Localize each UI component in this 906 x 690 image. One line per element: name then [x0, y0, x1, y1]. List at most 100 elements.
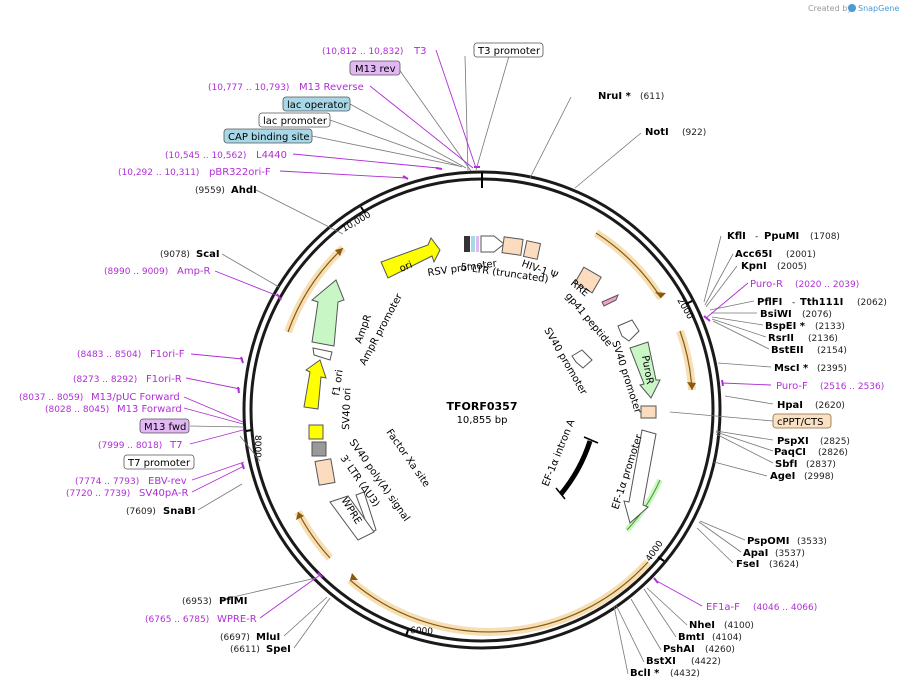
site-spei-pos: (6611) [230, 645, 260, 655]
t7-promoter-box[interactable] [123, 454, 195, 470]
primer-sv40pa[interactable]: SV40pA-R [139, 488, 188, 499]
m13-fwd-label: M13 fwd [144, 422, 186, 433]
primer-m13reverse[interactable]: M13 Reverse [299, 82, 364, 93]
plasmid-name: TFORF0357 [447, 400, 518, 413]
site-bstxi[interactable]: BstXI [646, 656, 676, 667]
primer-ebv[interactable]: EBV-rev [148, 476, 187, 487]
site-paqci-pos: (2826) [818, 448, 848, 458]
primer-t3[interactable]: T3 [413, 46, 426, 57]
site-apai[interactable]: ApaI [743, 548, 768, 559]
site-msci[interactable]: MscI * [774, 363, 809, 374]
site-bspei[interactable]: BspEI * [765, 321, 806, 332]
site-acc65i[interactable]: Acc65I [735, 249, 772, 260]
primer-f1orif[interactable]: F1ori-F [150, 349, 185, 360]
primer-ebv-pos: (7774 .. 7793) [75, 477, 139, 487]
cap-binding-box[interactable] [223, 128, 313, 144]
tick-8000: 8000 [252, 435, 262, 458]
site-bsiwi[interactable]: BsiWI [760, 309, 792, 320]
site-bsteii-pos: (2154) [817, 346, 847, 356]
primer-ampr[interactable]: Amp-R [177, 266, 211, 277]
site-ppumi[interactable]: PpuMI [764, 231, 799, 242]
site-bstxi-pos: (4422) [691, 657, 721, 667]
site-pspomi[interactable]: PspOMI [747, 536, 789, 547]
site-bsteii[interactable]: BstEII [771, 345, 804, 356]
primer-f1orif-pos: (8483 .. 8504) [77, 350, 141, 360]
site-ahdi[interactable]: AhdI [231, 185, 257, 196]
site-scai[interactable]: ScaI [196, 249, 220, 260]
site-ahdi-pos: (9559) [195, 186, 225, 196]
lac-operator-box[interactable] [282, 96, 351, 112]
site-bcli[interactable]: BclI * [630, 668, 660, 679]
site-hpai-pos: (2620) [815, 401, 845, 411]
m13-rev-label: M13 rev [355, 64, 396, 75]
primer-m13forward[interactable]: M13 Forward [117, 404, 182, 415]
f1-ori-feature [303, 359, 327, 410]
site-sbfi-pos: (2837) [806, 460, 836, 470]
site-kfli-pos: (1708) [810, 232, 840, 242]
site-agei[interactable]: AgeI [770, 471, 795, 482]
primer-f1orir-pos: (8273 .. 8292) [73, 375, 137, 385]
site-bmti[interactable]: BmtI [678, 632, 705, 643]
lac-promoter-label: lac promoter [263, 116, 328, 127]
t3-promoter-box[interactable] [473, 42, 544, 58]
site-rsrii-pos: (2136) [808, 334, 838, 344]
sv40-promoter-2-feature [571, 349, 593, 369]
lac-promoter-box[interactable] [258, 112, 331, 128]
site-bcli-pos: (4432) [670, 669, 700, 679]
site-tth111i[interactable]: Tth111I [800, 297, 843, 308]
site-kpni[interactable]: KpnI [741, 261, 767, 272]
factor-xa-label: Factor Xa site [384, 427, 432, 489]
cppt-box[interactable] [772, 413, 832, 429]
site-apai-pos: (3537) [775, 549, 805, 559]
primer-m13puc[interactable]: M13/pUC Forward [91, 392, 180, 403]
primer-m13forward-pos: (8028 .. 8045) [45, 405, 109, 415]
site-mlui[interactable]: MluI [256, 632, 280, 643]
primer-t7[interactable]: T7 [169, 440, 182, 451]
primer-lines [183, 49, 772, 619]
site-paqci[interactable]: PaqCI [774, 447, 806, 458]
site-pflfi-pos: (2062) [857, 298, 887, 308]
primer-t7-pos: (7999 .. 8018) [98, 441, 162, 451]
site-pflfi[interactable]: PflFI [757, 297, 782, 308]
scale-ticks [245, 206, 693, 637]
site-spei[interactable]: SpeI [266, 644, 291, 655]
primer-purof[interactable]: Puro-F [776, 381, 808, 392]
primer-f1orir[interactable]: F1ori-R [146, 374, 182, 385]
site-pfimi[interactable]: PflMI [219, 596, 247, 607]
primer-puror[interactable]: Puro-R [750, 279, 783, 290]
puror-feature [629, 341, 661, 399]
site-pshai[interactable]: PshAI [663, 644, 695, 655]
site-noti-pos: (922) [682, 128, 706, 138]
site-nrui[interactable]: NruI * [598, 91, 632, 102]
site-fsei[interactable]: FseI [736, 559, 759, 570]
site-nrui-pos: (611) [640, 92, 664, 102]
rsv-block-2 [471, 236, 475, 252]
sv40-polya-feature [311, 441, 327, 457]
primer-ampr-pos: (8990 .. 9009) [104, 267, 168, 277]
wpre-feature [329, 495, 375, 541]
site-pspxi-pos: (2825) [820, 437, 850, 447]
site-hpai[interactable]: HpaI [777, 400, 803, 411]
site-fsei-pos: (3624) [769, 560, 799, 570]
site-pspomi-pos: (3533) [797, 537, 827, 547]
site-kfli[interactable]: KflI [727, 231, 746, 242]
m13-fwd-box[interactable] [139, 418, 190, 434]
puror-label: PuroR [639, 355, 655, 386]
orf-arcs [284, 229, 696, 636]
cppt-feature [640, 405, 657, 419]
site-sbfi[interactable]: SbfI [775, 459, 797, 470]
site-mlui-pos: (6697) [220, 633, 250, 643]
site-snabi[interactable]: SnaBI [163, 506, 195, 517]
site-noti[interactable]: NotI [645, 127, 669, 138]
leader-lines [189, 55, 774, 675]
primer-l4440[interactable]: L4440 [256, 150, 287, 161]
primer-ef1af[interactable]: EF1a-F [706, 602, 740, 613]
primer-ticks [237, 166, 724, 584]
site-pspxi[interactable]: PspXI [777, 436, 809, 447]
site-nhei[interactable]: NheI [689, 620, 715, 631]
site-rsrii[interactable]: RsrII [768, 333, 794, 344]
site-pfimi-pos: (6953) [182, 597, 212, 607]
m13-rev-box[interactable] [349, 60, 401, 76]
primer-pbr322[interactable]: pBR322ori-F [209, 167, 271, 178]
primer-wprer[interactable]: WPRE-R [217, 614, 257, 625]
